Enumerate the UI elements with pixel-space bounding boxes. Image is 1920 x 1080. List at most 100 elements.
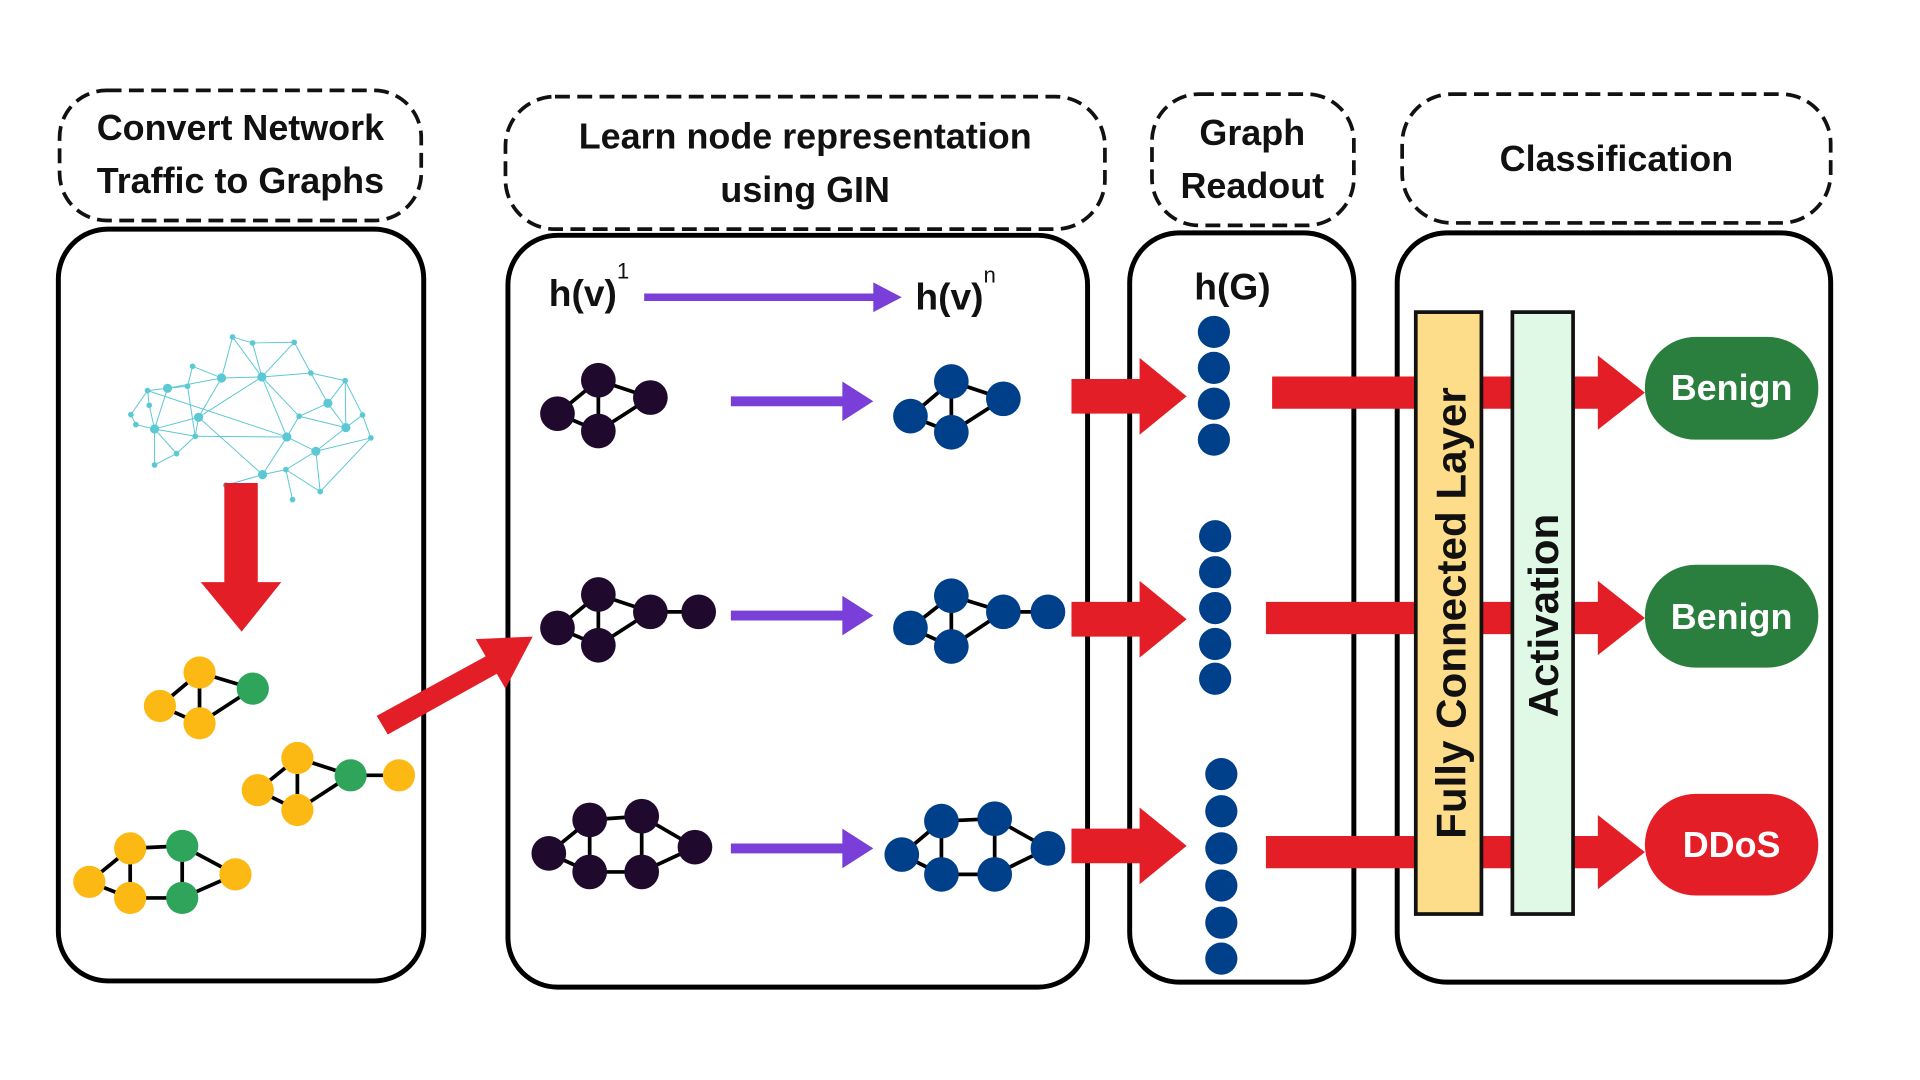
graph-node	[581, 362, 616, 398]
graph-node	[581, 413, 616, 449]
brain-node	[128, 411, 134, 418]
graph-node	[1030, 831, 1066, 866]
brain-node	[342, 377, 349, 384]
graph-node	[581, 627, 616, 663]
graph-node	[624, 798, 660, 834]
brain-node	[192, 433, 199, 440]
brain-link	[154, 453, 177, 466]
brain-link	[232, 336, 253, 344]
brain-link	[154, 416, 199, 430]
graph-node	[893, 610, 928, 646]
brain-node	[193, 412, 204, 422]
output-ddos: DDoS	[1644, 793, 1819, 896]
graph-node	[977, 801, 1013, 837]
graph-node	[933, 364, 969, 399]
brain-link	[154, 388, 169, 430]
readout-vectors	[1197, 315, 1238, 975]
brain-node	[341, 423, 351, 433]
brain-link	[261, 376, 288, 438]
brain-node	[282, 432, 292, 442]
brain-link	[154, 428, 196, 437]
activation-layer	[1510, 310, 1575, 916]
graph-node	[73, 865, 106, 898]
layer-arrow-icon	[644, 282, 902, 313]
brain-link	[315, 437, 371, 452]
brain-link	[252, 341, 295, 344]
graph-node	[334, 759, 367, 792]
brain-link	[261, 372, 311, 378]
graph-node	[681, 594, 717, 630]
embedding-dot	[1199, 627, 1232, 661]
brain-link	[285, 469, 321, 493]
embedding-dot	[1205, 795, 1238, 828]
graph	[893, 364, 1021, 450]
graph-node	[924, 857, 959, 892]
brain-link	[262, 436, 288, 475]
brain-link	[293, 342, 312, 374]
brain-link	[285, 469, 294, 500]
brain-link	[221, 336, 234, 379]
graph-node	[986, 381, 1021, 417]
activation-layer-label: Activation	[1520, 514, 1567, 718]
graph-node	[540, 396, 575, 432]
graph-node	[281, 793, 314, 827]
brain-link	[315, 427, 347, 452]
stage-title-line: using GIN	[720, 169, 890, 210]
stage-title-line: Learn node representation	[579, 116, 1032, 157]
brain-link	[286, 436, 317, 452]
brain-link	[154, 428, 177, 454]
graph-node	[933, 578, 969, 614]
brain-node	[162, 383, 173, 393]
traffic-graphs	[73, 656, 416, 915]
graph-node	[219, 858, 252, 891]
graph	[884, 801, 1066, 892]
embedding-dot	[1197, 351, 1230, 384]
stage-header-classification: Classification	[1400, 92, 1833, 225]
graph-node	[241, 774, 274, 807]
brain-node	[283, 466, 289, 473]
graph-node	[986, 594, 1021, 630]
brain-link	[319, 437, 372, 492]
graph	[73, 829, 252, 915]
fully-connected-layer	[1413, 310, 1484, 916]
brain-node	[308, 370, 314, 376]
brain-node	[189, 363, 196, 370]
gin-graphs	[531, 357, 1187, 892]
embedding-dot	[1197, 423, 1230, 456]
graph-node	[540, 610, 575, 646]
stage-title-line: Graph	[1199, 112, 1305, 153]
graph-node	[677, 829, 713, 865]
brain-node	[249, 340, 256, 346]
flow-arrow-icon	[1071, 357, 1187, 435]
brain-network-icon	[128, 334, 374, 503]
brain-link	[187, 386, 196, 437]
brain-link	[299, 415, 346, 429]
graph	[540, 362, 668, 449]
embedding-dot	[1197, 387, 1230, 420]
stage-panel-convert	[55, 226, 427, 984]
brain-link	[195, 435, 287, 438]
graph	[893, 578, 1066, 664]
graph-node	[933, 414, 969, 450]
stage-title-line: Readout	[1180, 165, 1324, 206]
output-benign-2: Benign	[1644, 564, 1819, 668]
graph-node	[572, 802, 608, 838]
stage-header-readout: Graph Readout	[1150, 92, 1356, 228]
brain-link	[285, 450, 317, 471]
graph-node	[166, 829, 199, 863]
brain-node	[257, 470, 268, 480]
graph-embedding-vector	[1199, 520, 1232, 695]
graph	[241, 741, 416, 827]
brain-link	[298, 402, 329, 417]
flow-arrow-icon	[1071, 580, 1187, 658]
layer-arrow-icon	[730, 381, 874, 422]
layer-arrow-icon	[730, 595, 874, 636]
graph-node	[166, 881, 199, 915]
embedding-dot	[1205, 869, 1238, 902]
graph-node	[633, 380, 668, 415]
brain-link	[261, 376, 300, 417]
brain-link	[198, 377, 222, 418]
brain-node	[146, 402, 153, 409]
brain-link	[187, 366, 194, 387]
